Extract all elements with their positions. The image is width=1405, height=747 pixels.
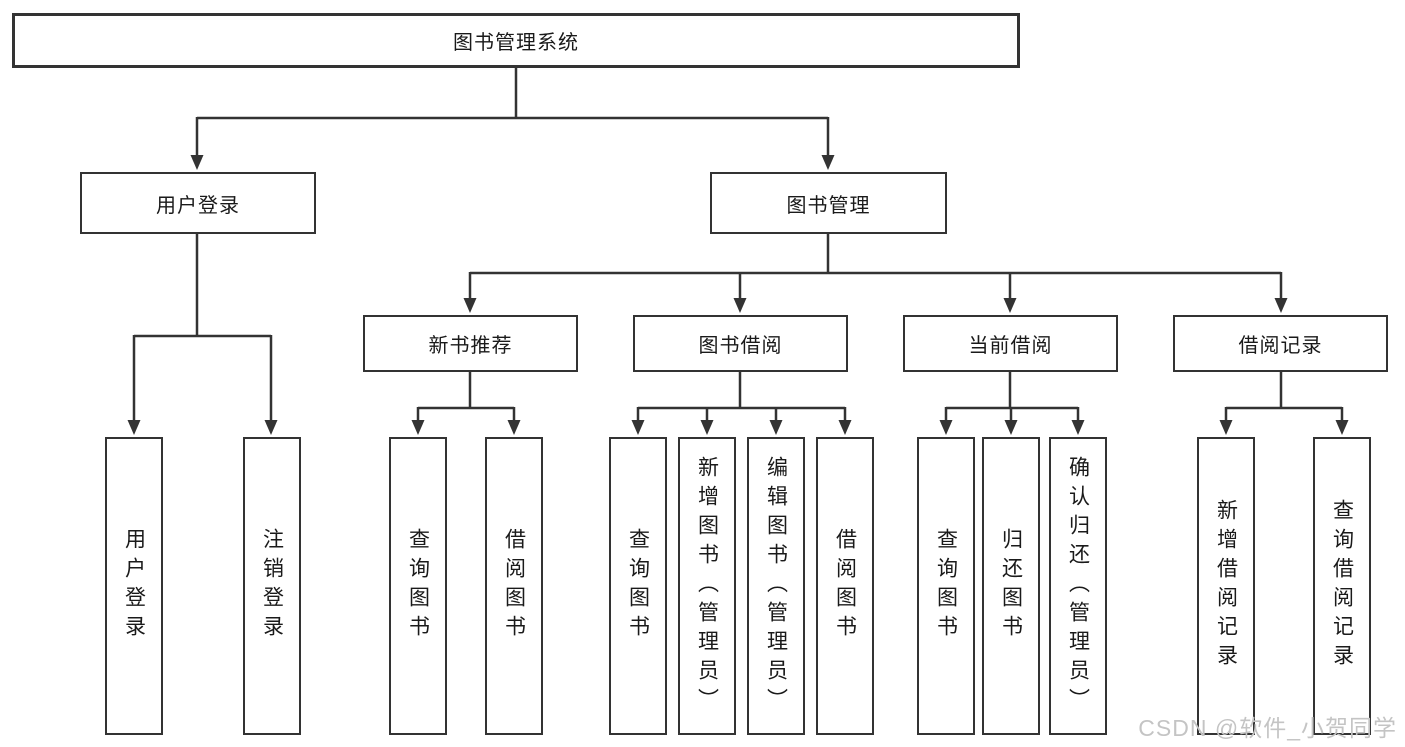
leaf-add-books-admin: 新增图书（管理员） [678,437,736,735]
leaf-borrow-books: 借阅图书 [816,437,874,735]
leaf-label: 查询图书 [626,528,650,644]
leaf-label: 查询图书 [406,528,430,644]
leaf-user-login: 用户登录 [105,437,163,735]
leaf-return-books: 归还图书 [982,437,1040,735]
leaf-add-borrow-record: 新增借阅记录 [1197,437,1255,735]
leaf-query-books: 查询图书 [389,437,447,735]
node-label: 当前借阅 [968,335,1053,357]
leaf-confirm-return-admin: 确认归还（管理员） [1049,437,1107,735]
leaf-label: 借阅图书 [833,528,857,644]
node-book-borrowing: 图书借阅 [633,315,848,372]
leaf-label: 注销登录 [260,528,284,644]
node-new-book-recommendation: 新书推荐 [363,315,578,372]
node-label: 图书管理系统 [453,32,579,54]
leaf-label: 新增借阅记录 [1214,499,1238,673]
leaf-edit-books-admin: 编辑图书（管理员） [747,437,805,735]
node-label: 用户登录 [156,194,240,217]
leaf-label: 查询图书 [934,528,958,644]
leaf-borrow-books: 借阅图书 [485,437,543,735]
node-borrowing-records: 借阅记录 [1173,315,1388,372]
leaf-label: 用户登录 [122,528,146,644]
leaf-label: 借阅图书 [502,528,526,644]
leaf-logout: 注销登录 [243,437,301,735]
leaf-label: 确认归还（管理员） [1066,455,1090,717]
node-label: 图书管理 [786,194,871,217]
node-book-management: 图书管理 [710,172,947,234]
node-label: 借阅记录 [1238,335,1323,357]
leaf-query-books: 查询图书 [609,437,667,735]
leaf-label: 归还图书 [999,528,1023,644]
node-label: 新书推荐 [428,335,513,357]
node-library-management-system: 图书管理系统 [12,13,1020,68]
leaf-query-books: 查询图书 [917,437,975,735]
csdn-watermark: CSDN @软件_小贺同学 [1138,715,1397,741]
leaf-label: 查询借阅记录 [1330,499,1354,673]
leaf-query-borrow-record: 查询借阅记录 [1313,437,1371,735]
leaf-label: 新增图书（管理员） [695,455,719,717]
node-current-borrowing: 当前借阅 [903,315,1118,372]
leaf-label: 编辑图书（管理员） [764,455,788,717]
node-label: 图书借阅 [698,335,783,357]
node-user-login: 用户登录 [80,172,316,234]
